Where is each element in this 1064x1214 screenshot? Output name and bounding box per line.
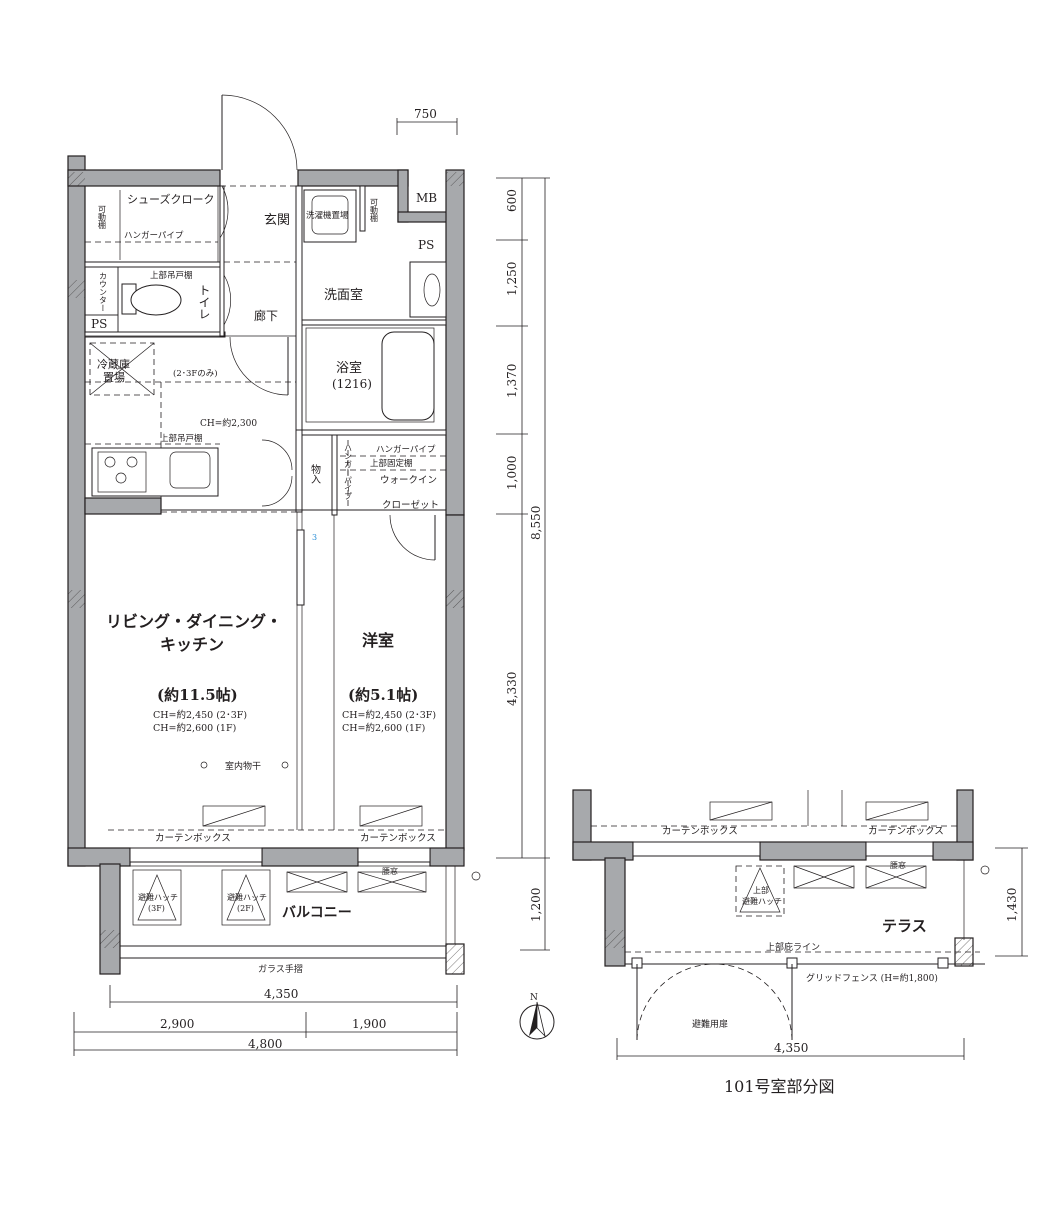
drawing-caption: 101号室部分図 [724,1077,835,1096]
label-ps-1: PS [418,238,434,252]
label-bath-1: 浴室 [336,360,362,376]
label-window-2: 腰窓 [890,860,906,870]
label-movable-shelf-1: 可動棚 [98,205,107,230]
dimension-labels: 750 600 1,250 1,370 1,000 4,330 1,200 8,… [160,107,1019,1055]
dim-4800: 4,800 [248,1037,282,1051]
label-floor-note: (2･3Fのみ) [173,368,218,379]
dim-4350: 4,350 [264,987,298,1001]
main-walls [67,155,465,975]
label-western-size: (約5.1帖) [348,686,418,704]
dim-terrace-1430: 1,430 [1005,888,1019,922]
label-hanger-pipe-1: ハンガーパイプ [124,230,184,241]
label-hatch-upper-1: 上部 [753,885,769,895]
label-fridge-1: 冷蔵庫 [97,357,130,371]
label-window-1: 腰窓 [382,866,398,876]
terrace-labels: カーテンボックス カーテンボックス 腰窓 上部 避難ハッチ テラス 上部庇ライン… [530,826,944,1096]
label-storage: 物入 [309,463,321,484]
dim-1250: 1,250 [505,262,519,296]
dim-2900: 2,900 [160,1017,194,1031]
label-hanger-pipe-vertical: ハンガーパイプ [344,444,353,500]
label-ps-2: PS [91,317,107,331]
label-shoes-cloak: シューズクローク [127,192,214,206]
dim-750: 750 [414,107,437,121]
dim-1900: 1,900 [352,1017,386,1031]
label-escape-door: 避難用扉 [692,1018,728,1030]
label-closet: クローゼット [382,499,439,511]
label-western: 洋室 [362,631,394,650]
north-arrow-icon [519,1001,555,1040]
label-upper-cabinet-1: 上部吊戸棚 [150,270,193,281]
label-hatch-3f-1: 避難ハッチ [138,892,178,902]
main-dimensions [73,118,550,1056]
dim-8550: 8,550 [529,506,543,540]
label-terrace: テラス [882,917,927,935]
terrace-walls [572,789,1028,1060]
label-west-ch2: CH=約2,600 (1F) [342,722,425,734]
dim-1000: 1,000 [505,456,519,490]
label-washroom: 洗面室 [324,287,363,303]
fixtures [84,94,481,959]
dim-1370: 1,370 [505,364,519,398]
label-hatch-2f-2: (2F) [237,904,254,913]
label-ldk-ch2: CH=約2,600 (1F) [153,722,236,734]
label-hallway: 廊下 [254,308,278,323]
label-toilet: トイレ [197,284,211,320]
dim-600: 600 [505,189,519,212]
label-genkan: 玄関 [264,213,290,228]
label-washer: 洗濯機置場 [306,210,349,221]
label-upper-cabinet-2: 上部吊戸棚 [160,433,203,444]
label-glass-rail: ガラス手摺 [258,963,303,975]
label-hatch-2f-1: 避難ハッチ [227,892,267,902]
label-indoor-dry: 室内物干 [225,760,261,772]
label-grid-fence: グリッドフェンス (H=約1,800) [806,972,938,984]
label-marker-3: 3 [312,533,317,542]
label-balcony: バルコニー [282,905,352,921]
room-labels: シューズクローク 可動棚 ハンガーパイプ 玄関 洗濯機置場 可動棚 MB PS … [91,191,439,975]
label-curtain-box-3: カーテンボックス [662,826,738,837]
label-ch-kitchen: CH=約2,300 [200,417,257,429]
label-hanger-pipe-2: ハンガーパイプ [376,444,436,455]
label-mb: MB [416,191,437,205]
dim-1200: 1,200 [529,888,543,922]
label-curtain-box-4: カーテンボックス [868,826,944,837]
label-eave-line: 上部庇ライン [766,941,820,953]
label-ldk-2: キッチン [160,635,224,654]
label-north: N [530,993,538,1003]
label-counter: カウンター [99,272,108,312]
label-movable-shelf-2: 可動棚 [370,198,379,223]
label-upper-fixed-shelf: 上部固定棚 [370,458,413,469]
label-curtain-box-2: カーテンボックス [360,833,436,844]
label-fridge-2: 置場 [103,371,125,384]
label-ldk-size: (約11.5帖) [157,686,238,704]
label-ldk-1: リビング・ダイニング・ [106,612,282,631]
label-hatch-upper-2: 避難ハッチ [742,896,782,906]
label-hatch-3f-2: (3F) [148,904,165,913]
label-west-ch1: CH=約2,450 (2･3F) [342,709,436,721]
dim-4330: 4,330 [505,672,519,706]
partitions [84,185,447,831]
label-curtain-box-1: カーテンボックス [155,833,231,844]
label-walkin: ウォークイン [380,475,437,486]
dim-terrace-4350: 4,350 [774,1041,808,1055]
label-bath-2: (1216) [332,377,372,391]
label-ldk-ch1: CH=約2,450 (2･3F) [153,709,247,721]
